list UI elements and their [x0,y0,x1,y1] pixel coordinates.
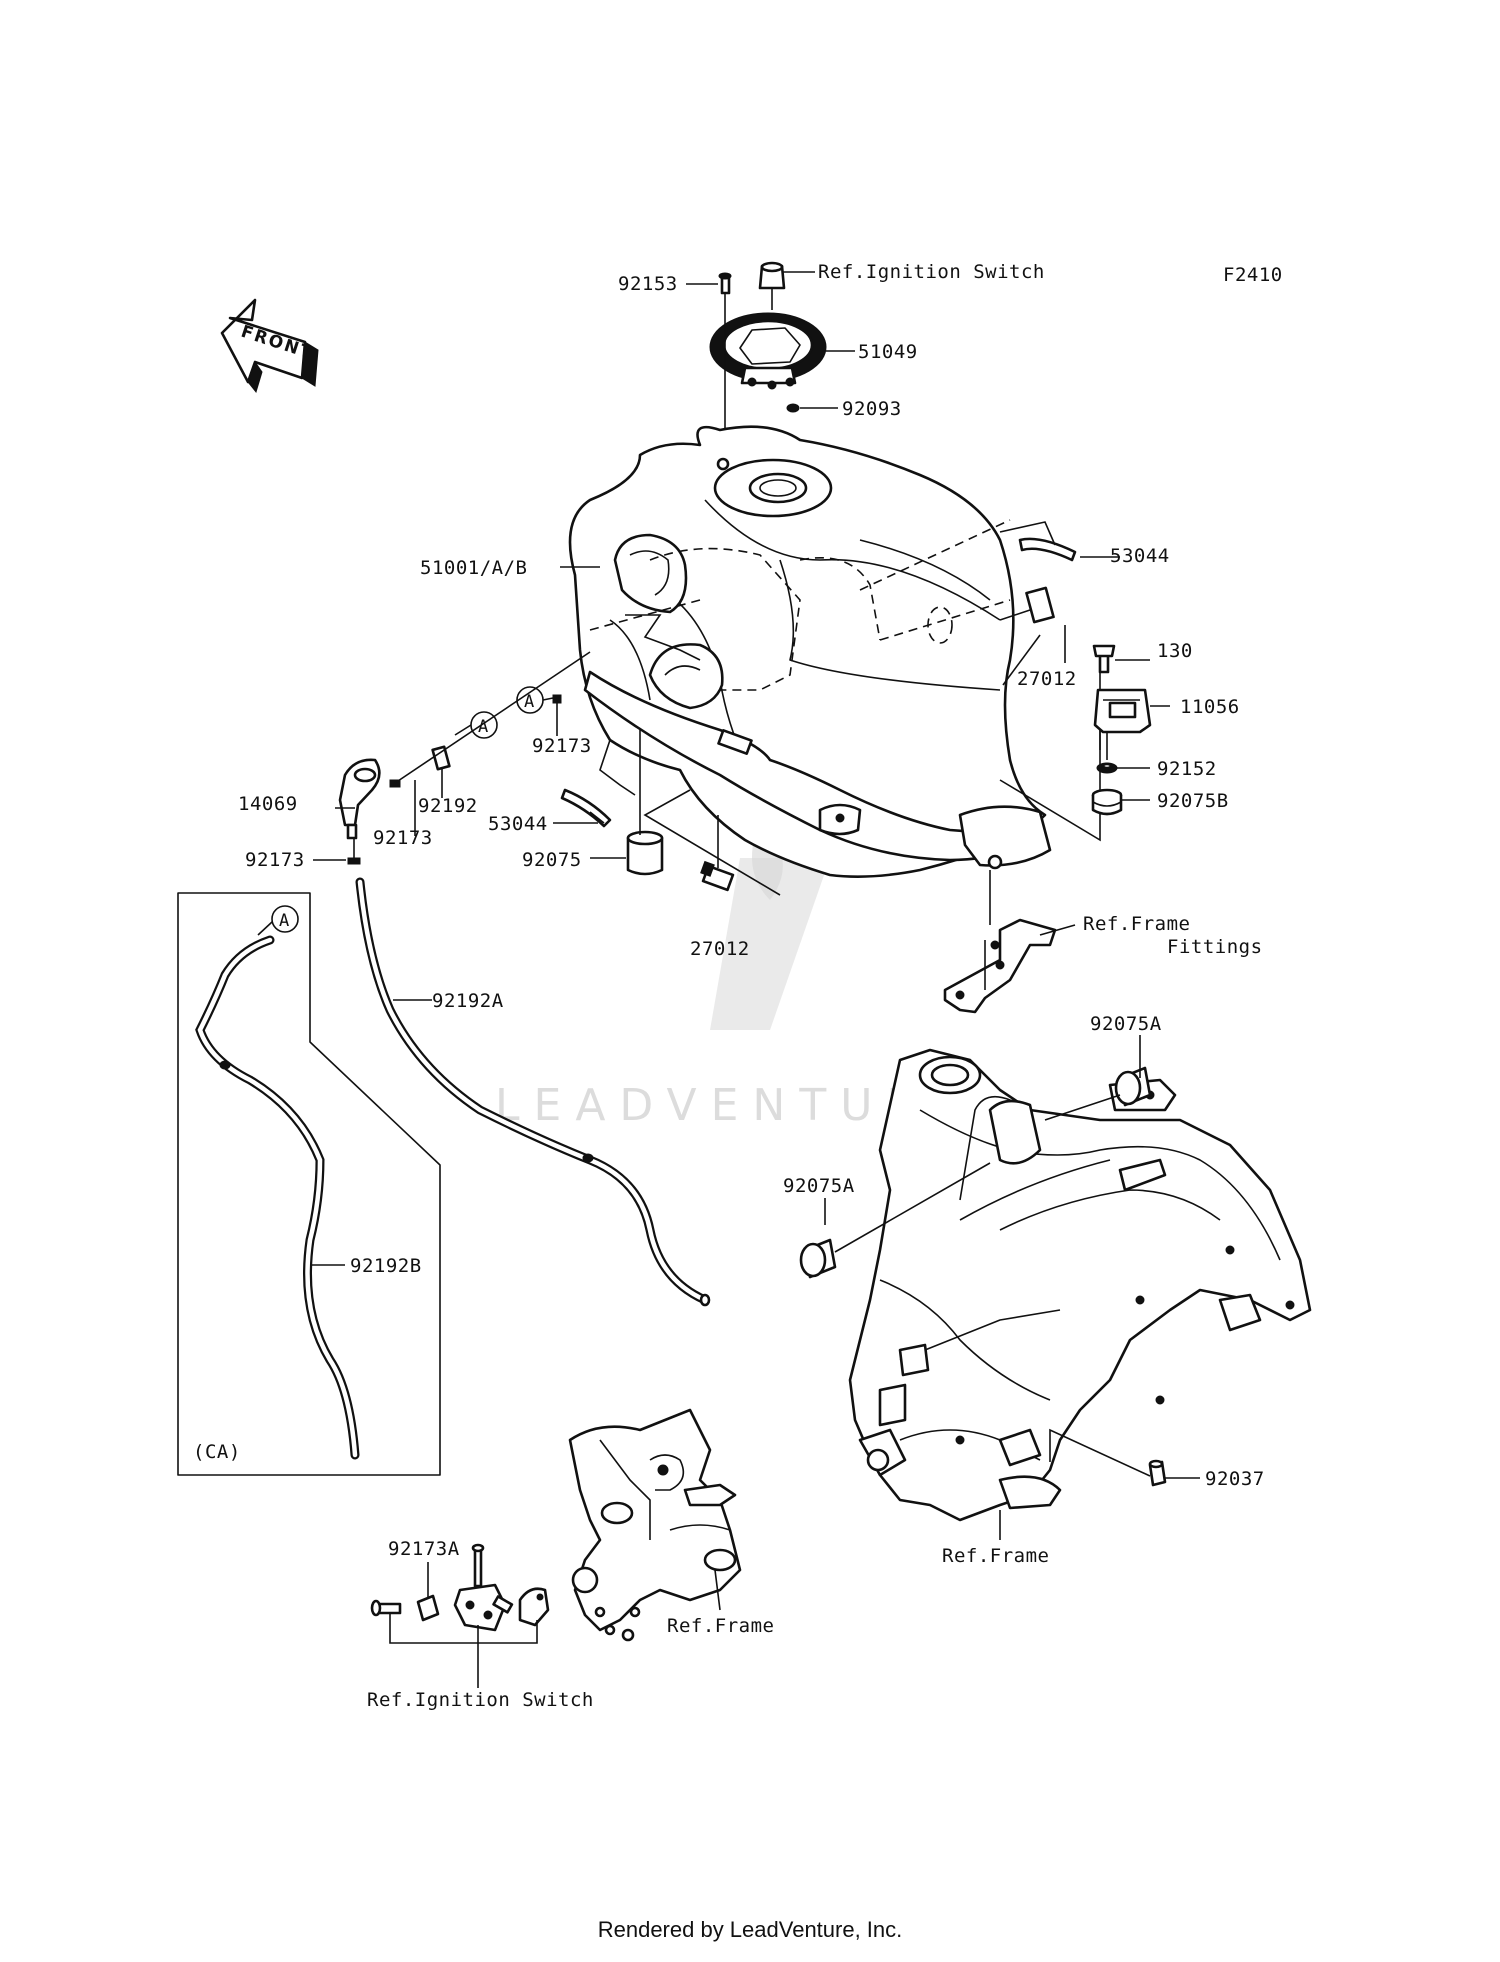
fuel-cap-assembly [709,261,827,460]
label-92173-low: 92173 [245,849,305,871]
part-53044-top [1018,537,1077,562]
frame-right [799,1035,1312,1540]
label-ref-frame-fittings-1: Ref.Frame [1083,913,1190,935]
label-53044-bottom: 53044 [488,813,548,835]
label-92037: 92037 [1205,1468,1265,1490]
rear-mount-fasteners [1091,644,1170,816]
footer-credit: Rendered by LeadVenture, Inc. [597,1917,903,1942]
lower-bracket [370,1408,742,1688]
label-14069: 14069 [238,793,298,815]
fuel-tank [568,425,1052,878]
fuel-pump-fitting [335,651,591,865]
callout-a-3: A [279,911,290,931]
label-51001: 51001/A/B [420,557,527,579]
part-27012-right [1025,586,1055,624]
callouts: A A A [257,686,554,936]
watermark-text: LEADVENTURE [495,1080,973,1131]
front-arrow-icon: FRONT [220,298,319,394]
label-ref-ignition-top: Ref.Ignition Switch [818,261,1045,283]
label-92093: 92093 [842,398,902,420]
label-27012-bottom: 27012 [690,938,750,960]
ca-box [177,892,441,1476]
callout-a-2: A [524,692,535,712]
label-11056: 11056 [1180,696,1240,718]
label-27012-right: 27012 [1017,668,1077,690]
label-92075a-left: 92075A [783,1175,855,1197]
label-92192b: 92192B [350,1255,422,1277]
label-130: 130 [1157,640,1193,662]
label-ref-frame-fittings-2: Fittings [1167,936,1263,958]
label-ref-ignition-bottom: Ref.Ignition Switch [367,1689,594,1711]
label-92075a-top: 92075A [1090,1013,1162,1035]
label-92173-left: 92173 [373,827,433,849]
tank-bottom-parts [560,730,781,896]
label-92075: 92075 [522,849,582,871]
frame-fittings-bracket [943,870,1076,1014]
label-92192: 92192 [418,795,478,817]
label-92192a: 92192A [432,990,504,1012]
hose-92192a [355,877,711,1307]
label-53044-top: 53044 [1110,545,1170,567]
label-92173-mid: 92173 [532,735,592,757]
callout-a-1: A [478,717,489,737]
watermark: LEADVENTURE [495,820,973,1131]
label-92153: 92153 [618,273,678,295]
label-92075b: 92075B [1157,790,1229,812]
part-labels: 92153 Ref.Ignition Switch 51049 92093 51… [193,261,1265,1711]
label-ref-frame-bottom: Ref.Frame [667,1615,774,1637]
label-ca: (CA) [193,1441,241,1463]
diagram-code: F2410 [1223,264,1283,286]
label-92173a: 92173A [388,1538,460,1560]
label-51049: 51049 [858,341,918,363]
label-92152: 92152 [1157,758,1217,780]
label-ref-frame-right: Ref.Frame [942,1545,1049,1567]
